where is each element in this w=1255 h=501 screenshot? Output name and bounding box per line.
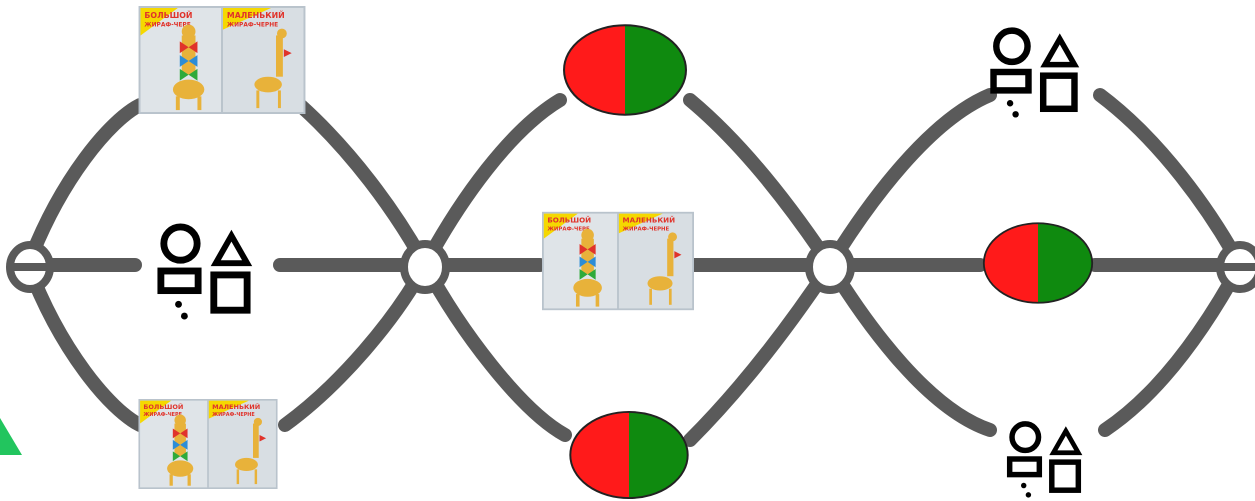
book-card-middle-center[interactable] [542, 212, 694, 310]
shape-icon-top-right[interactable] [994, 31, 1075, 118]
track-upper-arc-2 [425, 100, 560, 265]
triangle-icon [0, 418, 22, 455]
track-lower-arc-1 [28, 265, 140, 425]
junction-1 [404, 244, 446, 290]
track-lower-arc-3b [1105, 265, 1240, 430]
track-lower-arc-1b [285, 265, 425, 425]
track-lower-arc-2b [690, 265, 830, 440]
book-card-bottom-left[interactable] [138, 399, 277, 489]
track-upper-arc-1 [28, 105, 140, 265]
track-lower-arc-3 [830, 265, 990, 430]
color-disc-middle-right[interactable] [984, 223, 1092, 302]
shape-icon-middle-left[interactable] [161, 227, 247, 320]
track-upper-arc-3 [830, 95, 990, 265]
track-upper-arc-3b [1100, 95, 1240, 265]
color-disc-bottom-center[interactable] [570, 412, 687, 498]
book-card-top-left[interactable] [139, 6, 306, 114]
junction-2 [809, 244, 851, 290]
track-upper-arc-2b [690, 100, 830, 265]
color-disc-top-center[interactable] [564, 25, 686, 114]
shape-icon-bottom-right[interactable] [1010, 424, 1079, 498]
track-upper-arc-1b [300, 105, 425, 265]
